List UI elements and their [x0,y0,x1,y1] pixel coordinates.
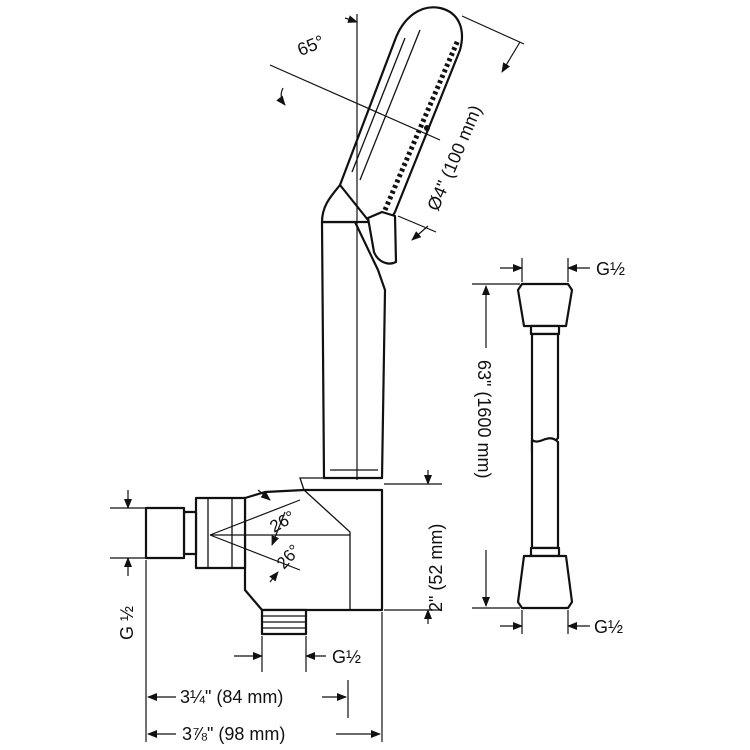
shower-hose [516,282,574,610]
outlet-thread-dimension: G½ [234,636,361,672]
inlet-nut [194,496,247,570]
hose-top-nut [516,282,574,328]
hand-shower [320,6,464,480]
outlet-height-label: 2" (52 mm) [426,524,446,612]
outlet-height-dimension: 2" (52 mm) [384,470,446,624]
hose-thread-bottom-label: G½ [594,617,623,637]
shower-clip [366,210,398,265]
hose-length-label: 63" (1600 mm) [474,360,494,478]
elbow-body [243,488,384,612]
width-98-label: 3⅞" (98 mm) [182,724,285,744]
hose-thread-top-label: G½ [596,259,625,279]
hose-bottom-nut [516,554,574,610]
wall-outlet [144,477,384,636]
hose-dimensions: G½ G½ 63" (1600 mm) [472,258,625,637]
width-dimensions: 3¼" (84 mm) 3⅞" (98 mm) [145,560,383,744]
width-84-label: 3¼" (84 mm) [180,687,283,707]
shower-handle [320,220,387,480]
outlet-thread-label: G½ [332,647,361,667]
angle-65-label: 65° [294,31,327,60]
inlet-thread-label: G ½ [117,606,137,640]
inlet-thread-dimension: G ½ [110,490,146,640]
